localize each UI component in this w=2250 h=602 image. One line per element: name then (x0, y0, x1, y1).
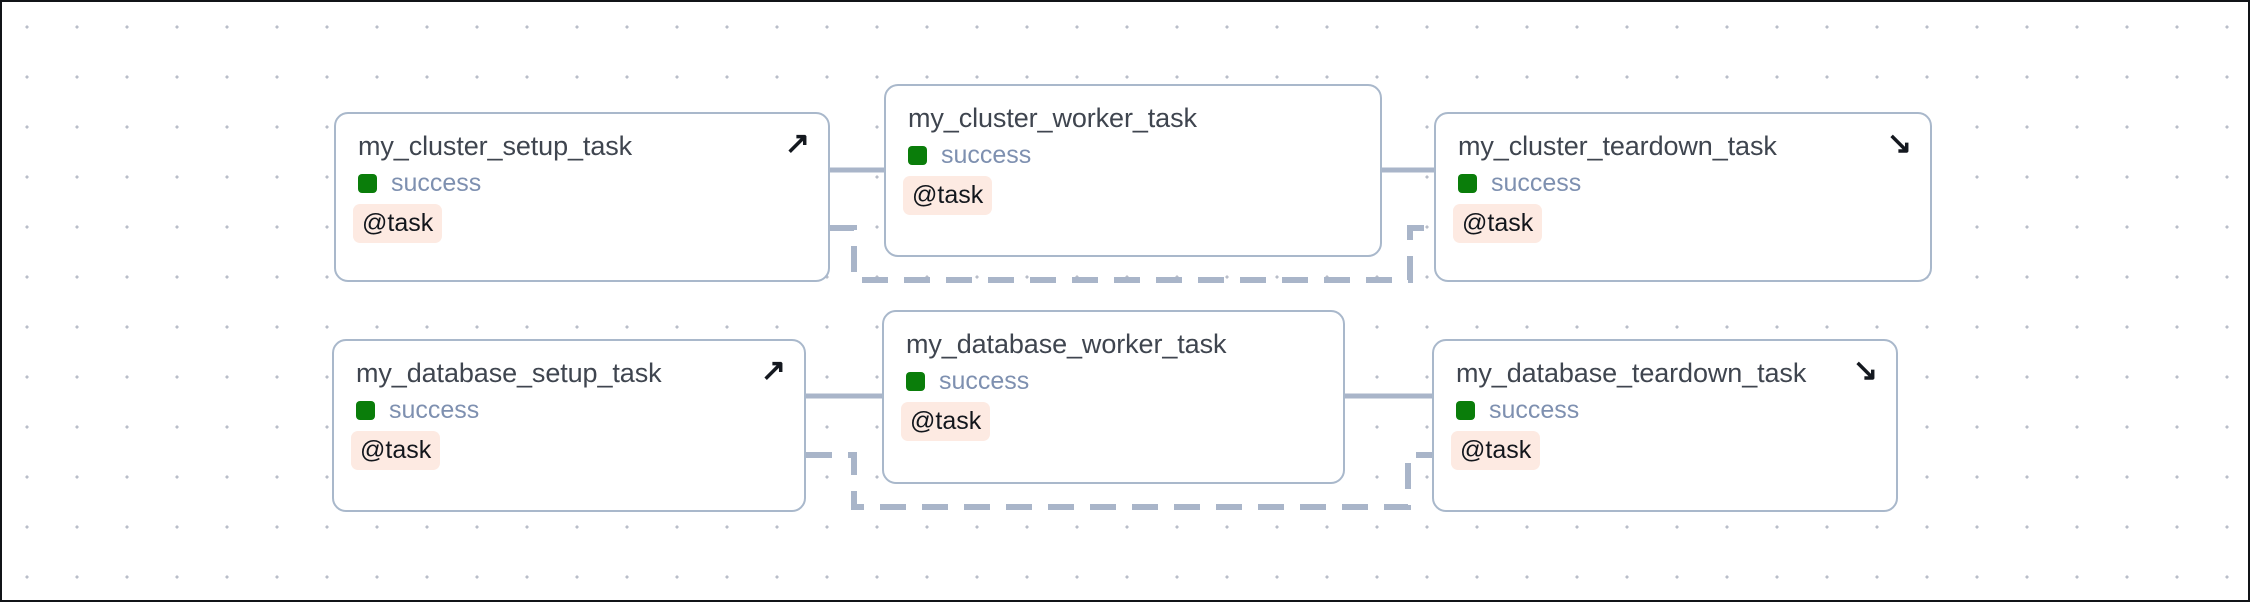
arrow-up-right-icon[interactable]: ↗ (760, 354, 786, 387)
task-node-title: my_database_worker_task (906, 329, 1227, 359)
task-node-status: success (356, 396, 479, 424)
task-node-my-database-teardown-task[interactable]: my_database_teardown_task ↘ success @tas… (1432, 339, 1898, 512)
task-node-title: my_cluster_worker_task (908, 103, 1197, 133)
task-node-my-database-worker-task[interactable]: my_database_worker_task success @task (882, 310, 1345, 484)
task-node-status: success (908, 141, 1031, 169)
task-node-tag: @task (903, 176, 993, 215)
task-node-title: my_cluster_teardown_task (1458, 131, 1777, 161)
task-node-my-cluster-teardown-task[interactable]: my_cluster_teardown_task ↘ success @task (1434, 112, 1932, 282)
status-success-swatch (908, 145, 927, 165)
status-success-swatch (1458, 173, 1477, 193)
task-node-tag: @task (1451, 431, 1541, 470)
task-node-status: success (906, 367, 1029, 395)
task-node-tag: @task (351, 431, 441, 470)
task-node-my-database-setup-task[interactable]: my_database_setup_task ↗ success @task (332, 339, 806, 512)
task-node-title: my_database_teardown_task (1456, 358, 1807, 388)
task-node-tag: @task (1453, 204, 1543, 243)
task-node-tag: @task (901, 402, 991, 441)
status-label: success (391, 169, 482, 197)
task-node-status: success (1456, 396, 1579, 424)
status-label: success (1489, 396, 1580, 424)
status-label: success (941, 141, 1032, 169)
status-success-swatch (1456, 400, 1475, 420)
status-label: success (939, 367, 1030, 395)
status-label: success (1491, 169, 1582, 197)
arrow-up-right-icon[interactable]: ↗ (784, 127, 810, 160)
status-success-swatch (356, 400, 375, 420)
task-node-title: my_cluster_setup_task (358, 131, 633, 161)
arrow-down-right-icon[interactable]: ↘ (1886, 127, 1912, 160)
task-node-my-cluster-worker-task[interactable]: my_cluster_worker_task success @task (884, 84, 1382, 257)
status-success-swatch (906, 371, 925, 391)
arrow-down-right-icon[interactable]: ↘ (1852, 354, 1878, 387)
task-node-tag: @task (353, 204, 443, 243)
status-success-swatch (358, 173, 377, 193)
task-node-status: success (1458, 169, 1581, 197)
task-node-my-cluster-setup-task[interactable]: my_cluster_setup_task ↗ success @task (334, 112, 830, 282)
task-node-title: my_database_setup_task (356, 358, 662, 388)
status-label: success (389, 396, 480, 424)
task-node-status: success (358, 169, 481, 197)
